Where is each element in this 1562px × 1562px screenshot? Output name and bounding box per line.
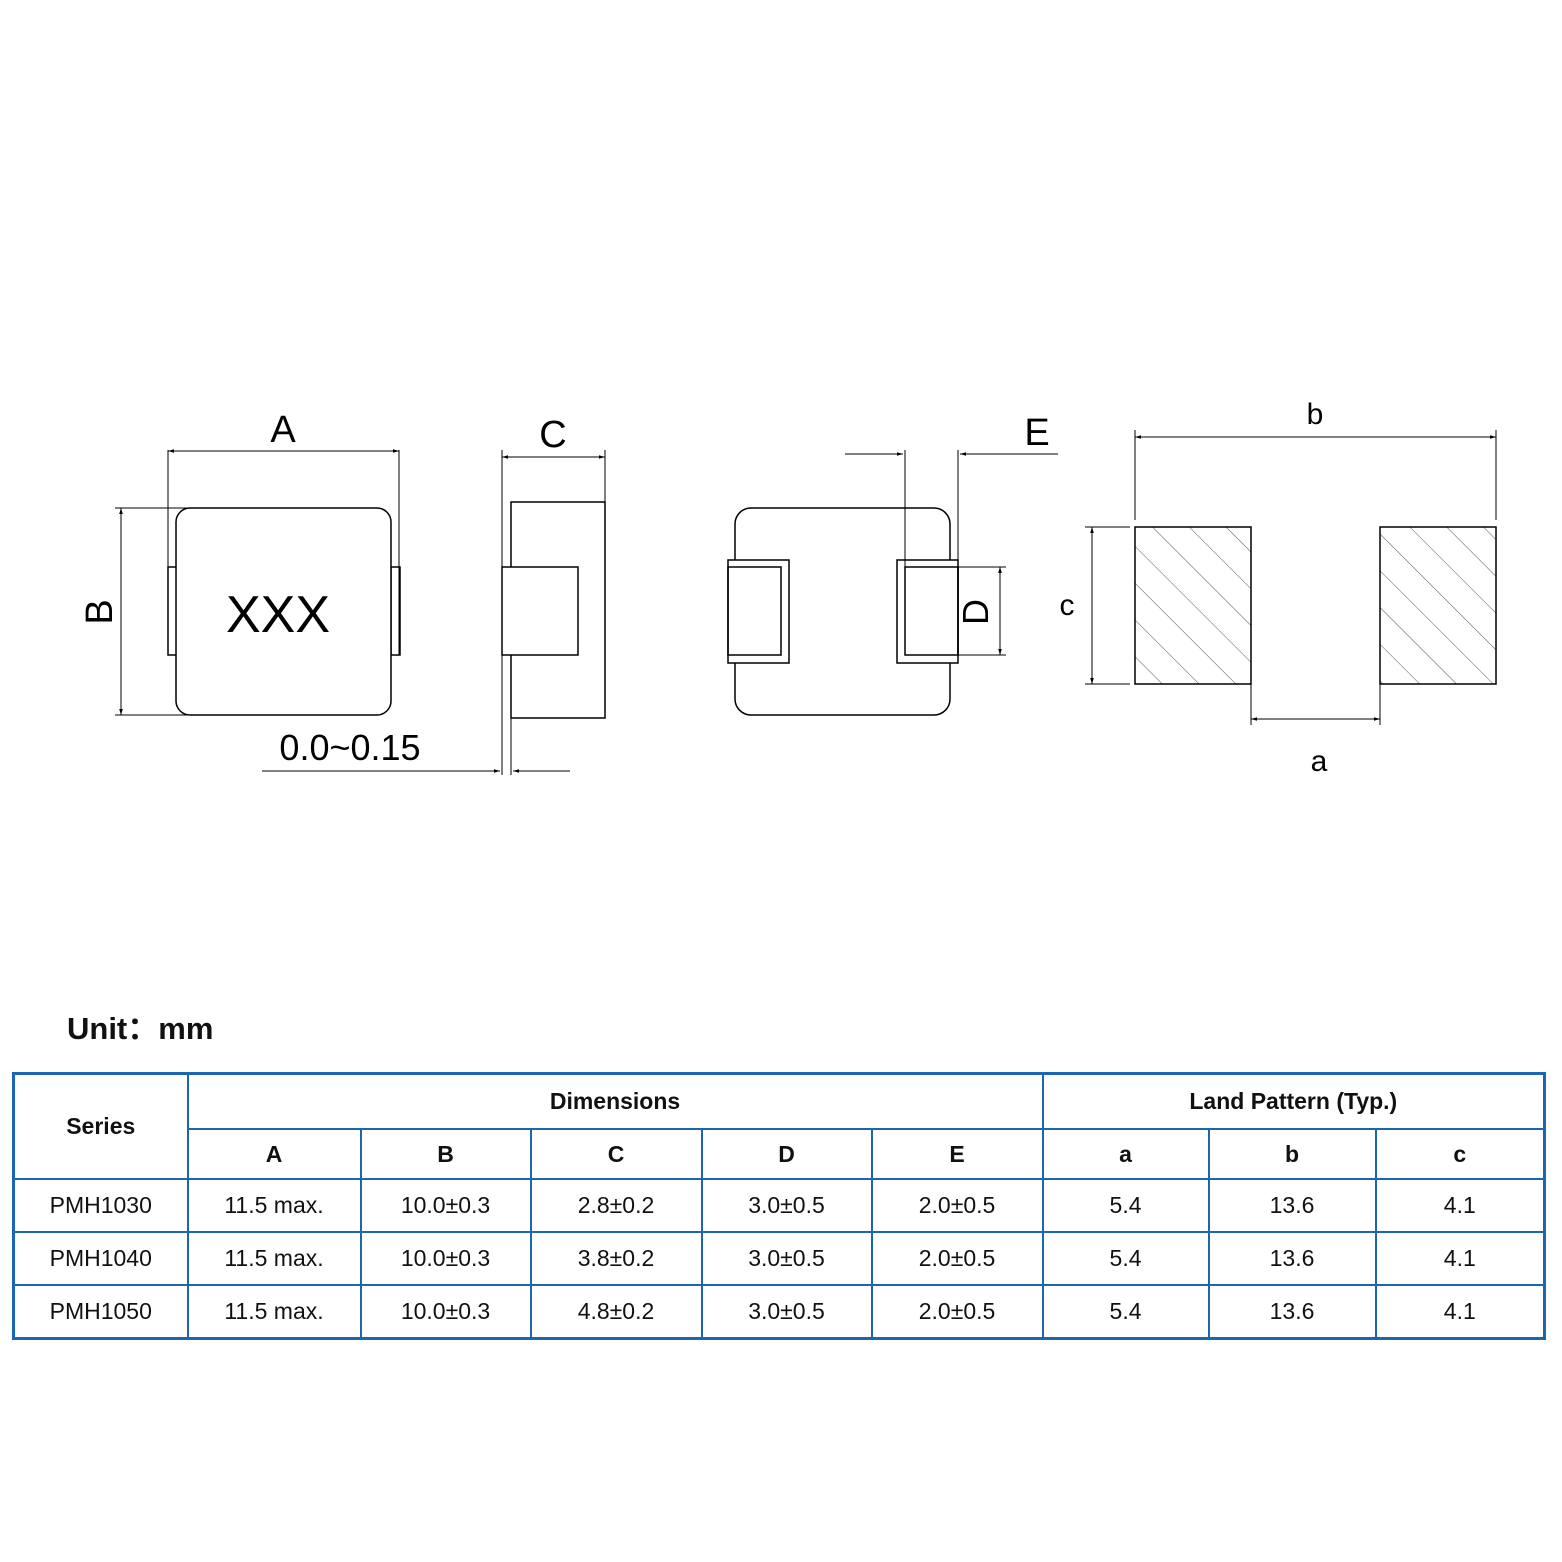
column-header: E <box>870 1128 1044 1180</box>
column-header: a <box>1041 1128 1210 1180</box>
value-cell: 2.0±0.5 <box>870 1231 1044 1286</box>
value-cell: 11.5 max. <box>186 1231 362 1286</box>
column-header: b <box>1207 1128 1377 1180</box>
gap-label: 0.0~0.15 <box>279 727 420 768</box>
series-header: Series <box>12 1072 189 1180</box>
value-cell: 3.0±0.5 <box>700 1231 873 1286</box>
column-header: A <box>186 1128 362 1180</box>
top-view <box>115 449 401 716</box>
dim-label-B: B <box>79 599 121 624</box>
value-cell: 3.0±0.5 <box>700 1284 873 1340</box>
value-cell: 3.0±0.5 <box>700 1178 873 1233</box>
column-header: D <box>700 1128 873 1180</box>
land-pattern <box>1085 430 1497 725</box>
bottom-view <box>727 450 1058 716</box>
part-marking: XXX <box>226 586 330 644</box>
value-cell: 10.0±0.3 <box>359 1178 532 1233</box>
value-cell: 4.1 <box>1374 1284 1546 1340</box>
value-cell: 3.8±0.2 <box>529 1231 703 1286</box>
value-cell: 11.5 max. <box>186 1178 362 1233</box>
value-cell: 13.6 <box>1207 1284 1377 1340</box>
value-cell: 10.0±0.3 <box>359 1284 532 1340</box>
dim-label-a: a <box>1311 745 1328 778</box>
dimensions-header: Dimensions <box>186 1072 1044 1130</box>
value-cell: 11.5 max. <box>186 1284 362 1340</box>
column-header: c <box>1374 1128 1546 1180</box>
series-cell: PMH1040 <box>12 1231 189 1286</box>
value-cell: 5.4 <box>1041 1178 1210 1233</box>
dim-label-c: c <box>1060 589 1075 622</box>
dim-label-C: C <box>539 414 566 456</box>
value-cell: 13.6 <box>1207 1178 1377 1233</box>
value-cell: 5.4 <box>1041 1231 1210 1286</box>
value-cell: 4.1 <box>1374 1178 1546 1233</box>
value-cell: 2.8±0.2 <box>529 1178 703 1233</box>
value-cell: 5.4 <box>1041 1284 1210 1340</box>
dimensions-table: Series Dimensions Land Pattern (Typ.) A … <box>12 1072 1547 1340</box>
value-cell: 4.8±0.2 <box>529 1284 703 1340</box>
land-pattern-header: Land Pattern (Typ.) <box>1041 1072 1546 1130</box>
dim-label-D: D <box>955 599 996 625</box>
value-cell: 4.1 <box>1374 1231 1546 1286</box>
value-cell: 2.0±0.5 <box>870 1178 1044 1233</box>
series-cell: PMH1030 <box>12 1178 189 1233</box>
value-cell: 2.0±0.5 <box>870 1284 1044 1340</box>
series-cell: PMH1050 <box>12 1284 189 1340</box>
value-cell: 10.0±0.3 <box>359 1231 532 1286</box>
unit-label: Unit：mm <box>67 1011 214 1046</box>
dim-label-b: b <box>1307 398 1324 431</box>
column-header: B <box>359 1128 532 1180</box>
dim-label-E: E <box>1024 412 1049 454</box>
value-cell: 13.6 <box>1207 1231 1377 1286</box>
column-header: C <box>529 1128 703 1180</box>
dim-label-A: A <box>270 409 296 451</box>
side-view <box>262 450 606 775</box>
dimension-drawing: XXX A B C D E 0.0~0.15 b c a <box>79 398 1497 778</box>
